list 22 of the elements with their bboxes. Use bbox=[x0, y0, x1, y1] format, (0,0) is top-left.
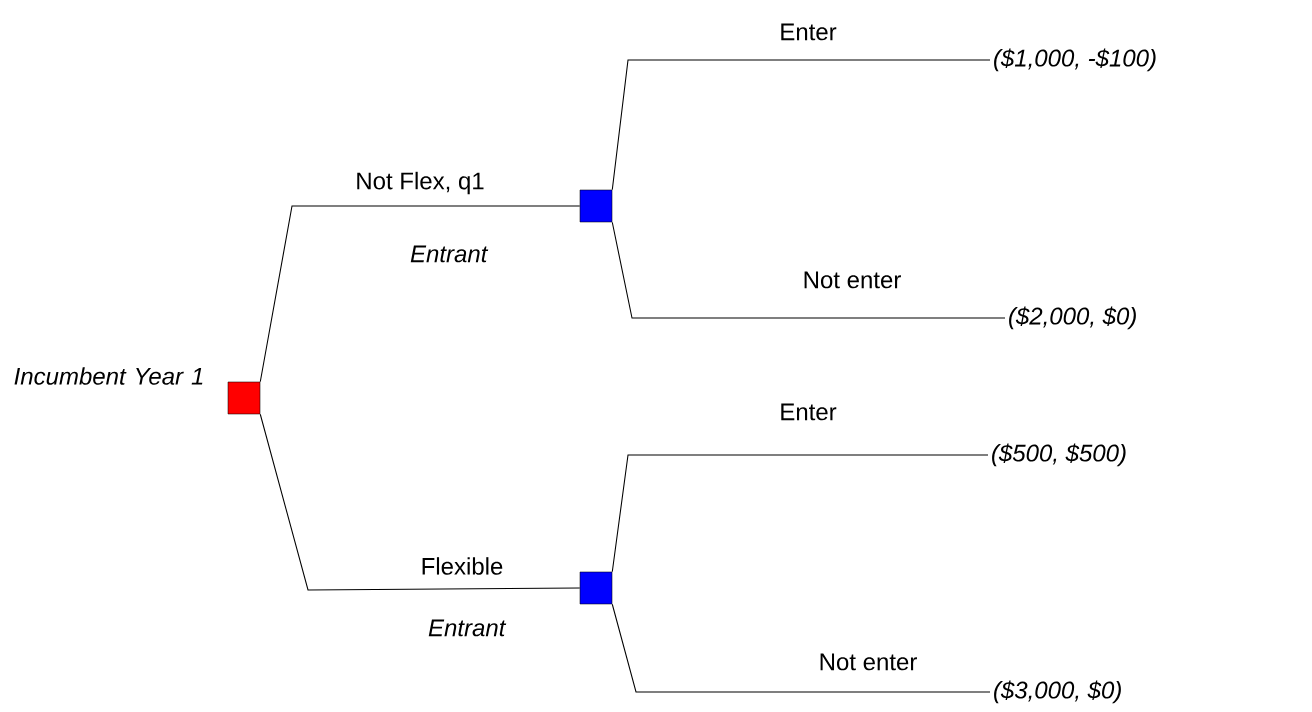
player-label: Entrant bbox=[428, 619, 507, 637]
player-label: Entrant bbox=[410, 245, 489, 263]
edge-label: Enter bbox=[778, 22, 839, 42]
edge-label: Not enter bbox=[801, 270, 903, 290]
chance-node-square bbox=[579, 571, 613, 605]
edge-label: Flexible bbox=[419, 555, 505, 577]
edge-label: Not Flex, q1 bbox=[354, 170, 487, 196]
branch-line bbox=[611, 59, 991, 191]
payoff-label: ($2,000, $0) bbox=[1009, 306, 1136, 330]
player-label: Incumbent Year 1 bbox=[14, 367, 203, 385]
edge-label: Not enter bbox=[817, 652, 919, 672]
branch-line bbox=[611, 603, 991, 693]
payoff-label: ($500, $500) bbox=[992, 443, 1126, 467]
branch-line bbox=[611, 454, 989, 573]
branch-line bbox=[611, 221, 1006, 319]
edge-label: Enter bbox=[778, 402, 839, 422]
payoff-label: ($1,000, -$100) bbox=[994, 48, 1156, 72]
branch-line bbox=[259, 205, 581, 383]
payoff-label: ($3,000, $0) bbox=[994, 680, 1121, 704]
decision-node-square bbox=[227, 381, 261, 415]
branch-line bbox=[259, 413, 581, 591]
chance-node-square bbox=[579, 189, 613, 223]
